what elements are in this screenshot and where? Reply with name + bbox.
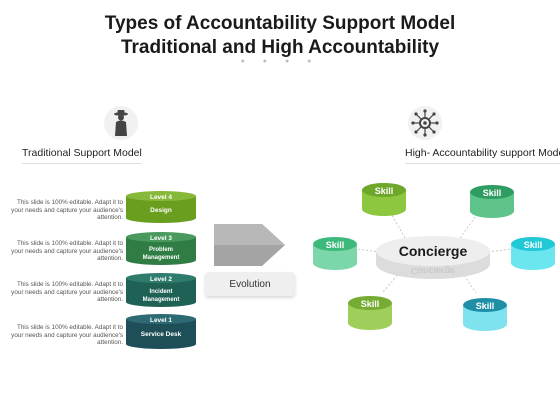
level-1-name: Service Desk	[141, 331, 182, 338]
level-3-name-1: Problem	[149, 247, 173, 253]
concierge-disk: Concierge Concierge	[376, 236, 490, 279]
skill-label-2: Skill	[483, 188, 502, 198]
level-2-label: Level 2	[150, 276, 172, 283]
concierge-reflection: Concierge	[411, 266, 455, 276]
level-3-label: Level 3	[150, 235, 172, 242]
level-4-name: Design	[150, 207, 172, 214]
evolution-label-box: Evolution	[205, 272, 295, 296]
high-accountability-heading: High- Accountability support Mode	[405, 147, 560, 164]
level-4-label: Level 4	[150, 194, 172, 201]
level-2-description: This slide is 100% editable. Adapt it to…	[11, 281, 123, 304]
skill-label-4: Skill	[524, 240, 543, 250]
title-line-2: Traditional and High Accountability	[120, 37, 440, 58]
level-1-description: This slide is 100% editable. Adapt it to…	[11, 324, 123, 347]
level-1-label: Level 1	[150, 317, 172, 324]
level-3-cylinder: Level 3 Problem Management	[126, 232, 196, 265]
level-1-cylinder: Level 1 Service Desk	[126, 314, 196, 349]
level-3-description: This slide is 100% editable. Adapt it to…	[11, 240, 123, 263]
skill-label-5: Skill	[361, 299, 380, 309]
level-4-description: This slide is 100% editable. Adapt it to…	[11, 199, 123, 222]
person-hat-icon	[104, 106, 138, 140]
network-gear-icon	[408, 106, 442, 140]
skill-mid-left: Skill	[313, 237, 357, 270]
skill-bottom-right: Skill	[463, 298, 507, 331]
skill-label-6: Skill	[476, 301, 495, 311]
evolution-label: Evolution	[229, 278, 271, 290]
skill-label-3: Skill	[326, 240, 345, 250]
level-3-name-2: Management	[143, 255, 180, 261]
skill-top-right: Skill	[470, 185, 514, 218]
skill-label-1: Skill	[375, 186, 394, 196]
skill-bottom-left: Skill	[348, 296, 392, 330]
skill-mid-right: Skill	[511, 237, 555, 270]
evolution-arrow-highlight	[214, 224, 285, 245]
divider-dots: ● ● ● ●	[240, 58, 320, 65]
concierge-label: Concierge	[399, 243, 468, 259]
skill-top-left: Skill	[362, 183, 406, 216]
level-2-name-1: Incident	[149, 289, 172, 295]
level-4-cylinder: Level 4 Design	[126, 191, 196, 223]
title-line-1: Types of Accountability Support Model	[104, 13, 456, 34]
traditional-heading: Traditional Support Model	[22, 147, 142, 164]
level-2-cylinder: Level 2 Incident Management	[126, 273, 196, 307]
level-2-name-2: Management	[143, 297, 180, 303]
